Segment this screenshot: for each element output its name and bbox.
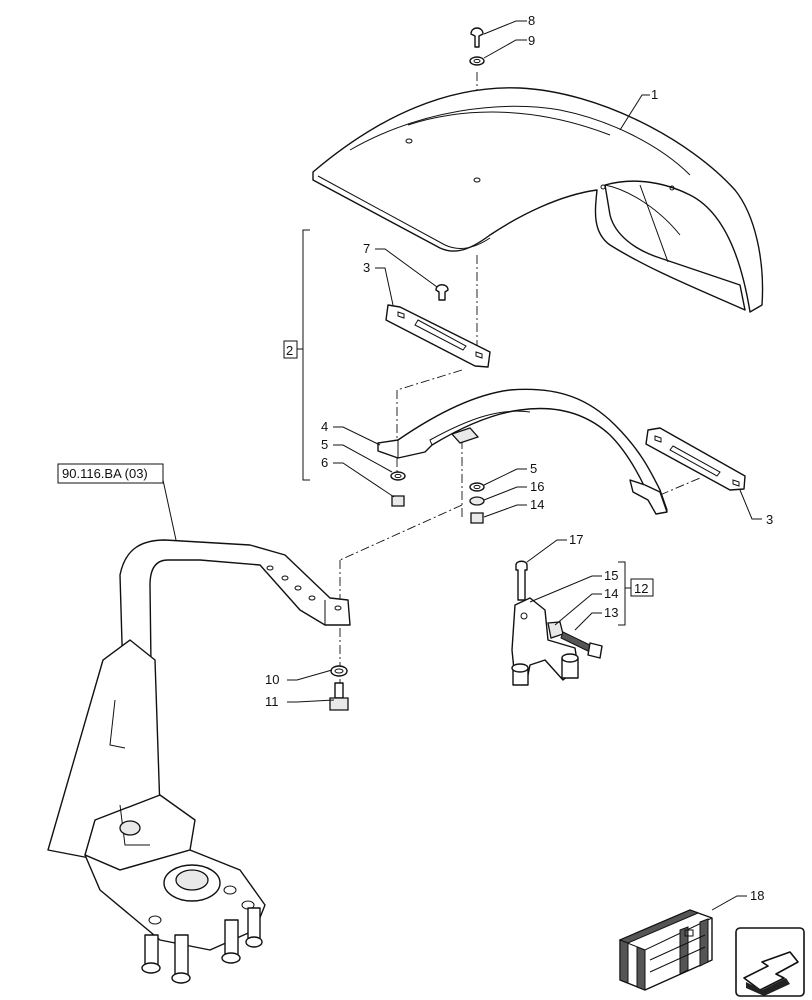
support-bracket-assembly xyxy=(511,560,603,686)
left-washer-nut-stack xyxy=(390,471,406,507)
leader-lines xyxy=(162,20,762,911)
callout-2: 2 xyxy=(286,343,293,358)
callout-12: 12 xyxy=(634,581,648,596)
callout-8: 8 xyxy=(528,13,535,28)
callout-11: 11 xyxy=(265,694,279,709)
callout-2-box: 2 xyxy=(283,340,298,359)
callout-9: 9 xyxy=(528,33,535,48)
navigation-arrow-icon[interactable] xyxy=(735,927,805,997)
callout-3-right: 3 xyxy=(766,512,773,527)
mudguard xyxy=(312,87,764,313)
group-bracket-2 xyxy=(297,229,310,481)
callout-4: 4 xyxy=(321,419,328,434)
callout-7: 7 xyxy=(363,241,370,256)
callout-14-lower: 14 xyxy=(604,586,618,601)
mudguard-bracket xyxy=(377,388,668,515)
callout-6: 6 xyxy=(321,455,328,470)
callout-12-box: 12 xyxy=(630,578,654,597)
callout-14-upper: 14 xyxy=(530,497,544,512)
callout-16: 16 xyxy=(530,479,544,494)
top-screw-and-washer xyxy=(469,27,485,66)
parts-crate-icon xyxy=(618,909,713,991)
callout-5-left: 5 xyxy=(321,437,328,452)
right-washer-nut-stack xyxy=(469,482,485,524)
callout-numbers: 8 9 1 7 3 4 5 6 5 16 14 3 17 15 14 13 10… xyxy=(265,13,773,903)
callout-1: 1 xyxy=(651,87,658,102)
support-frame xyxy=(47,539,351,984)
callout-15: 15 xyxy=(604,568,618,583)
callout-10: 10 xyxy=(265,672,279,687)
callout-17: 17 xyxy=(569,532,583,547)
callout-18: 18 xyxy=(750,888,764,903)
group-bracket-12 xyxy=(618,561,631,626)
slotted-plate-upper xyxy=(385,284,491,368)
callout-3-upper: 3 xyxy=(363,260,370,275)
reference-label: 90.116.BA (03) xyxy=(62,466,148,481)
frame-washer-and-bolt xyxy=(329,665,349,711)
slotted-plate-right xyxy=(645,427,746,491)
reference-box: 90.116.BA (03) xyxy=(57,463,164,484)
callout-5-right: 5 xyxy=(530,461,537,476)
callout-13: 13 xyxy=(604,605,618,620)
